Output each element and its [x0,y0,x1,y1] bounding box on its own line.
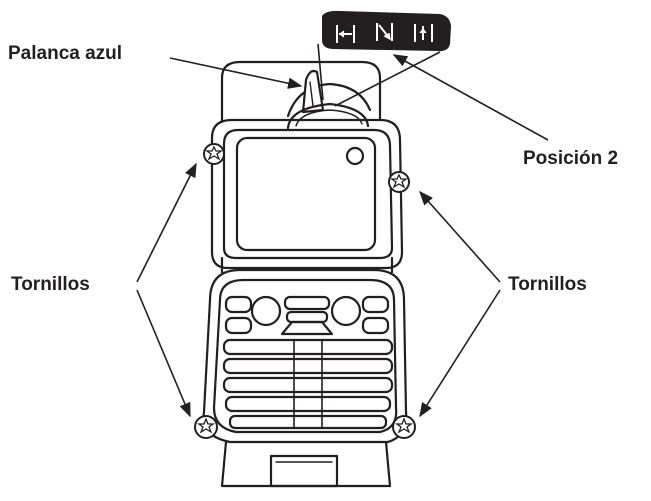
leader-screws-right-lower [419,289,501,418]
display-head [210,118,404,270]
grille-bar [222,357,394,375]
vertical-swing-icon [414,24,433,42]
rear-housing [220,60,382,130]
grille-bar [228,414,388,430]
screw-lower-left [194,415,218,439]
grille-slot [283,295,331,311]
grille-slot [224,295,253,314]
blue-lever [301,69,325,114]
grille-bar [224,395,392,413]
grille-bar [222,376,394,394]
screw-upper-right [388,171,410,193]
bottom-stand [220,440,392,488]
leader-selector-to-knob [317,43,324,101]
diagonal-swing-icon [376,23,393,41]
leader-position [392,54,549,141]
indicator-light [345,146,365,166]
label-screws-left: Tornillos [11,274,90,295]
leader-screws-right-upper [419,190,501,283]
grille-slot [224,316,253,335]
bottom-latch [269,454,339,488]
leader-screws-left-lower [136,289,191,418]
screw-lower-right [392,415,416,439]
label-screws-right: Tornillos [508,274,587,295]
grille-slot [361,316,390,335]
leader-screws-left-upper [136,162,197,283]
grille-bar [222,338,394,356]
screw-upper-left [203,143,225,165]
grille-slot [361,295,390,314]
mode-selector-plate [322,10,451,52]
leader-selector-to-knob [334,51,441,107]
swing-both-icon [336,25,355,43]
label-position-2: Posición 2 [523,148,619,169]
leader-lever [169,57,303,89]
grille-round-button [250,295,282,327]
label-blue-lever: Palanca azul [8,43,123,64]
lever-cavity [286,82,372,118]
hinge [220,256,394,274]
knob-boss [286,102,370,130]
grille-round-button [330,295,362,327]
screen [235,136,377,252]
